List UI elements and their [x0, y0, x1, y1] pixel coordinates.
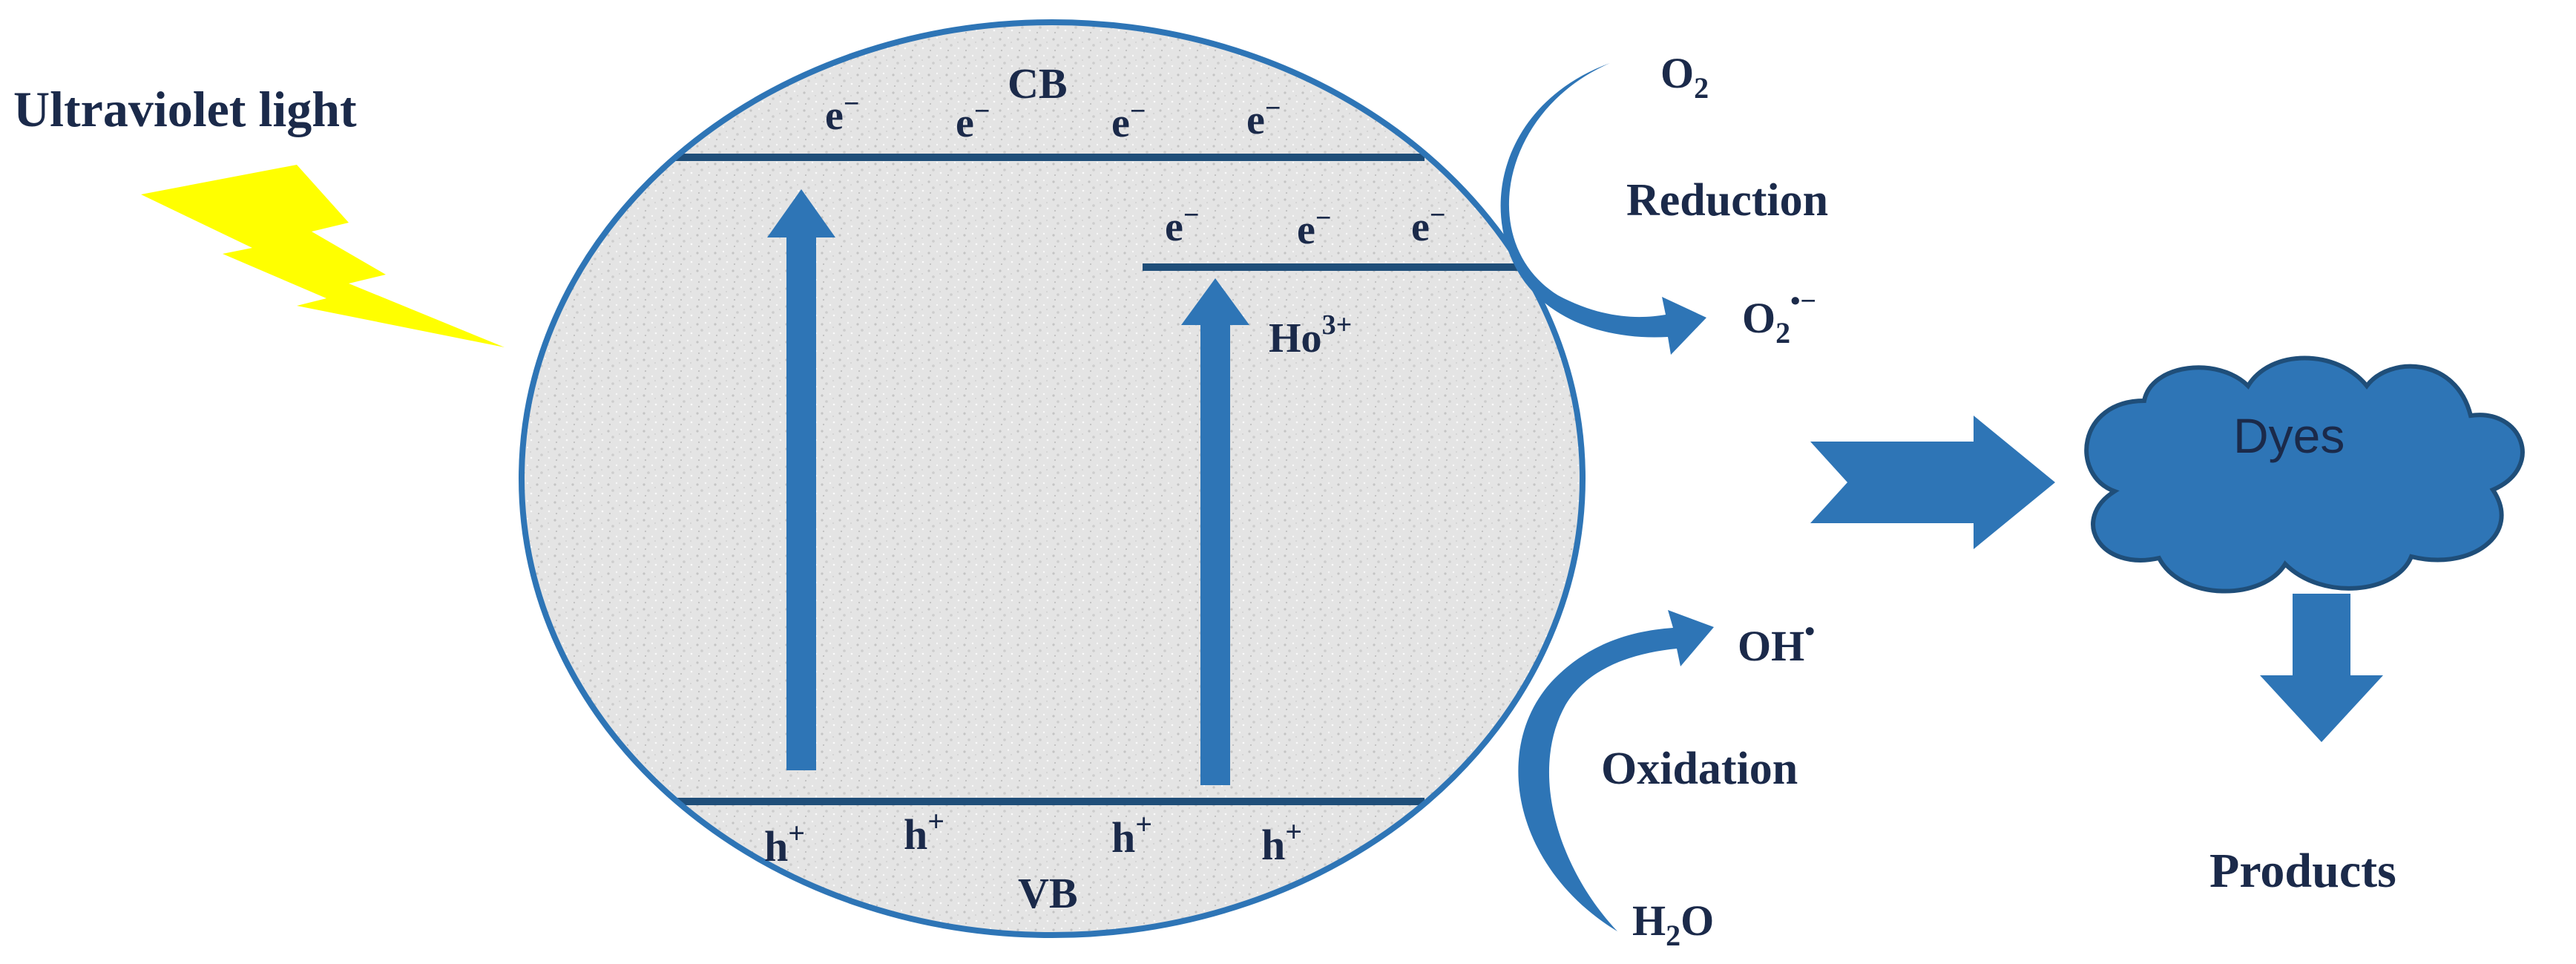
hole-label: h+: [1111, 807, 1152, 862]
electron-label: e−: [1165, 200, 1200, 250]
reduction-label: Reduction: [1626, 175, 1828, 226]
dyes-label: Dyes: [2233, 408, 2345, 463]
oxidation-reactant-label: H2O: [1632, 896, 1714, 952]
valence-band-label: VB: [1018, 869, 1078, 917]
electron-label: e−: [1411, 200, 1446, 250]
electron-label: e−: [1111, 96, 1146, 146]
oxidation-label: Oxidation: [1601, 744, 1798, 794]
excitation-arrow-icon: [767, 189, 835, 770]
lightning-bolt-icon: [141, 165, 505, 347]
reduction-curved-arrow-icon: [1500, 63, 1706, 355]
hole-label: h+: [764, 816, 805, 870]
oxidation-product-label: OH•: [1738, 614, 1815, 670]
conduction-band-label: CB: [1008, 59, 1068, 108]
ultraviolet-light-label: Ultraviolet light: [13, 81, 357, 137]
oxidation-curved-arrow-icon: [1518, 610, 1714, 931]
hole-label: h+: [1261, 815, 1302, 869]
reduction-product-label: O2•−: [1742, 286, 1816, 350]
dyes-cloud-icon: [2084, 355, 2525, 594]
hole-label: h+: [904, 804, 944, 859]
electron-label: e−: [825, 88, 860, 139]
right-arrow-icon: [1810, 416, 2055, 549]
reduction-reactant-label: O2: [1660, 49, 1709, 105]
products-label: Products: [2209, 844, 2396, 898]
down-arrow-icon: [2260, 594, 2383, 742]
electron-label: e−: [1246, 93, 1281, 143]
semiconductor-particle: [519, 19, 1586, 938]
electron-label: e−: [956, 96, 990, 146]
dopant-excitation-arrow-icon: [1181, 278, 1249, 785]
dopant-level-label: Ho3+: [1269, 309, 1352, 361]
electron-label: e−: [1297, 203, 1332, 253]
